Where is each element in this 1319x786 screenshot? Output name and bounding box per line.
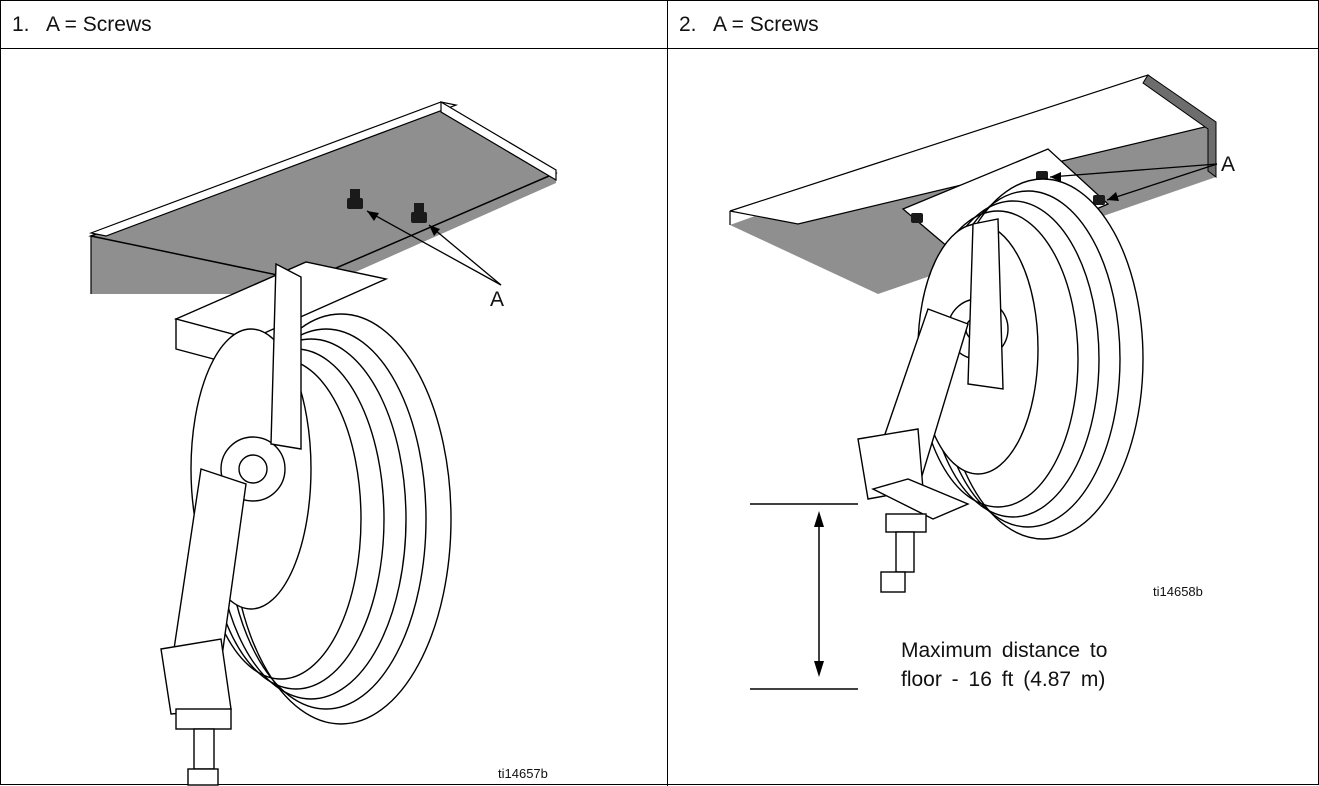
distance-arrowhead-up (814, 511, 824, 527)
column-divider (667, 1, 668, 786)
callout-arrow-1 (1049, 163, 1218, 178)
step-1-callout-label: A (490, 288, 505, 311)
step-1-illustration (88, 100, 558, 786)
hose-reel (160, 261, 452, 786)
step-2-figure-code: ti14658b (1153, 584, 1203, 599)
step-1-caption: A = Screws (46, 12, 152, 36)
hose-reel (857, 178, 1144, 593)
step-2-caption: A = Screws (713, 12, 819, 36)
distance-note-line-1: Maximum distance to (901, 639, 1108, 662)
step-1-figure-code: ti14657b (498, 766, 548, 781)
callout-arrow-2 (428, 224, 502, 286)
screw-2 (411, 203, 427, 223)
step-2-number: 2. (679, 12, 697, 36)
callout-arrow-1 (366, 210, 502, 286)
step-2-panel: A ti14658b Maximum distance to floor - 1… (668, 49, 1319, 786)
screw-2 (1093, 195, 1105, 205)
distance-note-line-2: floor - 16 ft (4.87 m) (901, 668, 1106, 691)
step-1-number: 1. (12, 12, 30, 36)
callout-arrow-2 (1106, 163, 1218, 201)
step-2-illustration (729, 74, 1218, 690)
distance-arrowhead-down (814, 661, 824, 677)
step-2-header: 2. A = Screws (668, 1, 1319, 49)
step-1-panel: A ti14657b (1, 49, 667, 786)
screw-1 (347, 189, 363, 209)
distance-note: Maximum distance to floor - 16 ft (4.87 … (901, 636, 1107, 694)
step-2-callout-label: A (1221, 153, 1236, 176)
step-1-header: 1. A = Screws (1, 1, 667, 49)
